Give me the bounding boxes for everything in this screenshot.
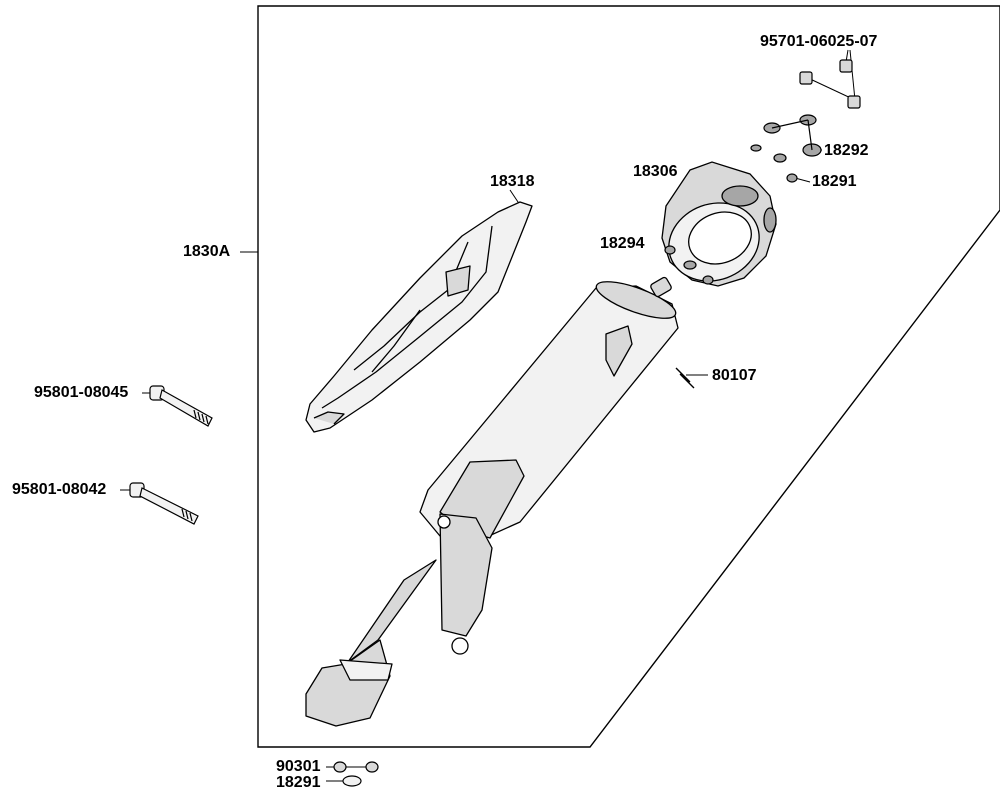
label-washer-large: 18292: [824, 142, 869, 159]
exhaust-pipe-part: [305, 559, 437, 727]
muffler-body-part: [419, 276, 679, 655]
label-nut-bottom: 90301: [276, 758, 321, 775]
end-cap-part: [661, 161, 777, 287]
label-gasket-bottom: 18291: [276, 774, 321, 791]
clip-part: [675, 367, 695, 389]
heat-shield-part: [305, 201, 533, 433]
washer-parts: [750, 114, 822, 183]
label-gasket-small: 18291: [812, 173, 857, 190]
label-heat-shield: 18318: [490, 173, 535, 190]
label-clip: 80107: [712, 367, 757, 384]
label-frame-assembly: 1830A: [183, 243, 231, 260]
label-bolt-long: 95801-08045: [34, 384, 129, 401]
assembly-frame: [257, 5, 1000, 748]
label-screw-top: 95701-06025-07: [760, 33, 878, 50]
bolt-short-part: [129, 482, 199, 525]
bottom-small-parts: [333, 761, 379, 787]
bolt-long-part: [149, 385, 213, 427]
screw-top-parts: [799, 59, 861, 109]
label-bolt-short: 95801-08042: [12, 481, 107, 498]
label-gasket-mid: 18294: [600, 235, 645, 252]
label-end-cap: 18306: [633, 163, 678, 180]
gasket-mid-parts: [664, 245, 714, 285]
leader-lines: [120, 49, 856, 782]
